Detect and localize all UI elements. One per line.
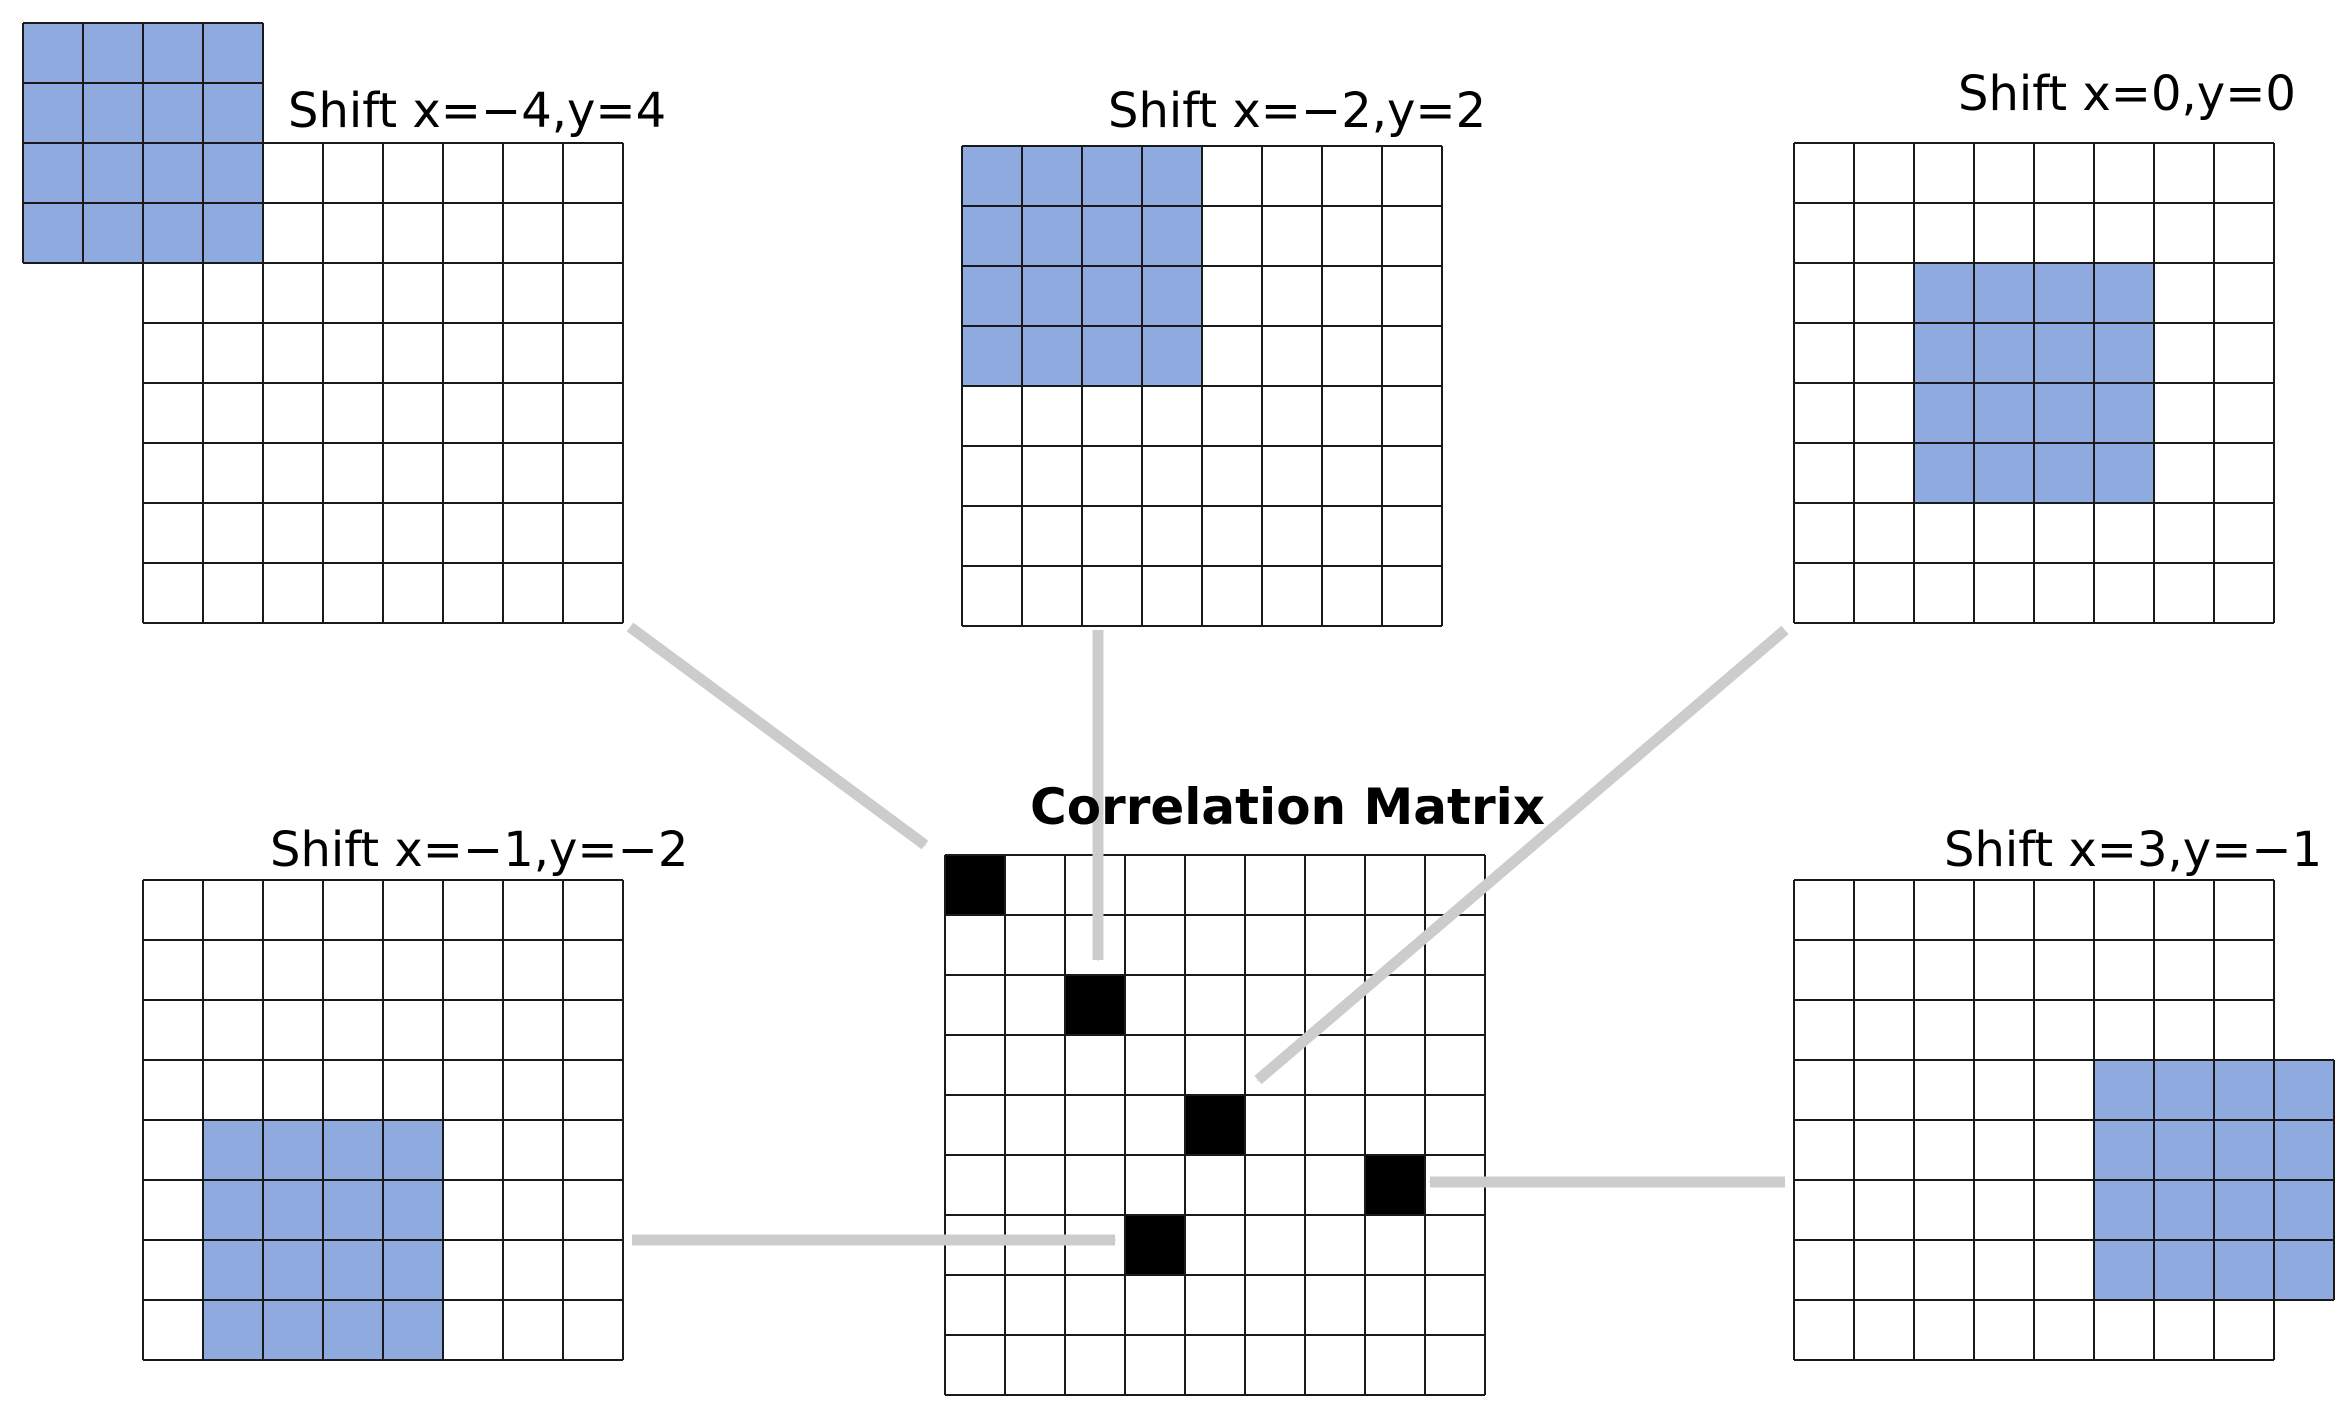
shift-e-window-grid — [2093, 1059, 2335, 1301]
correlation-matrix-title: Correlation Matrix — [1030, 778, 1545, 836]
correlation-peak-shift-a — [945, 855, 1005, 915]
grids-layer — [22, 22, 2335, 1396]
panel-label-shift-c: Shift x=0,y=0 — [1958, 66, 2296, 122]
arrow-shift-a-to-matrix — [626, 622, 929, 850]
panel-label-shift-b: Shift x=−2,y=2 — [1108, 83, 1487, 139]
panel-label-shift-e: Shift x=3,y=−1 — [1944, 822, 2323, 878]
panel-label-shift-d: Shift x=−1,y=−2 — [270, 822, 689, 878]
shift-b-window-grid — [961, 145, 1203, 387]
shift-d-window-grid — [202, 1119, 444, 1361]
correlation-peak-shift-c — [1185, 1095, 1245, 1155]
panel-label-shift-a: Shift x=−4,y=4 — [288, 83, 667, 139]
shift-c-window-grid — [1913, 262, 2155, 504]
correlation-peak-shift-b — [1065, 975, 1125, 1035]
shift-a-window-grid — [22, 22, 264, 264]
arrows-layer — [626, 622, 1789, 1246]
correlation-peak-shift-d — [1125, 1215, 1185, 1275]
correlation-peak-shift-e — [1365, 1155, 1425, 1215]
shift-a-reference-grid — [142, 142, 624, 624]
correlation-matrix-grid — [944, 854, 1486, 1396]
arrow-shift-c-to-matrix — [1254, 625, 1789, 1085]
